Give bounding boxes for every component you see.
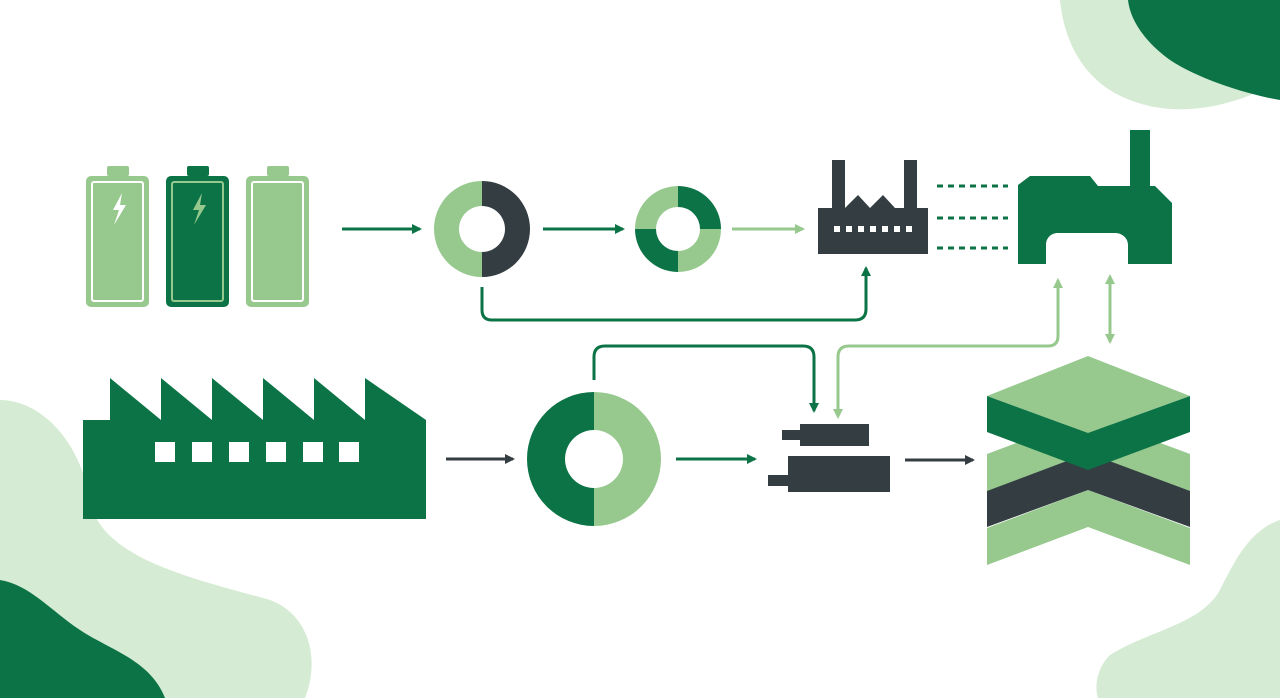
elbow-arrow-modules-to-plant [833, 278, 1063, 419]
battery-light-icon [86, 166, 149, 307]
corner-blob-bottom-right [1096, 520, 1280, 698]
big-factory-icon [83, 378, 426, 519]
corner-blob-bottom-left [0, 400, 312, 698]
ring-quarters-icon [635, 186, 721, 272]
dark-factory-icon [818, 160, 928, 254]
elbow-arrow-ring-to-modules [592, 344, 819, 413]
battery-empty-icon [246, 166, 309, 307]
dashed-connectors [937, 184, 1008, 250]
green-plant-icon [1018, 130, 1172, 264]
modules-icon [768, 424, 890, 492]
ring-half-icon [434, 181, 530, 277]
battery-dark-icon [166, 166, 229, 307]
elbow-arrow-ring-to-factory [480, 266, 871, 322]
layer-stack-icon [987, 356, 1190, 565]
big-ring-icon [527, 392, 661, 526]
corner-blob-top-right [1060, 0, 1280, 110]
